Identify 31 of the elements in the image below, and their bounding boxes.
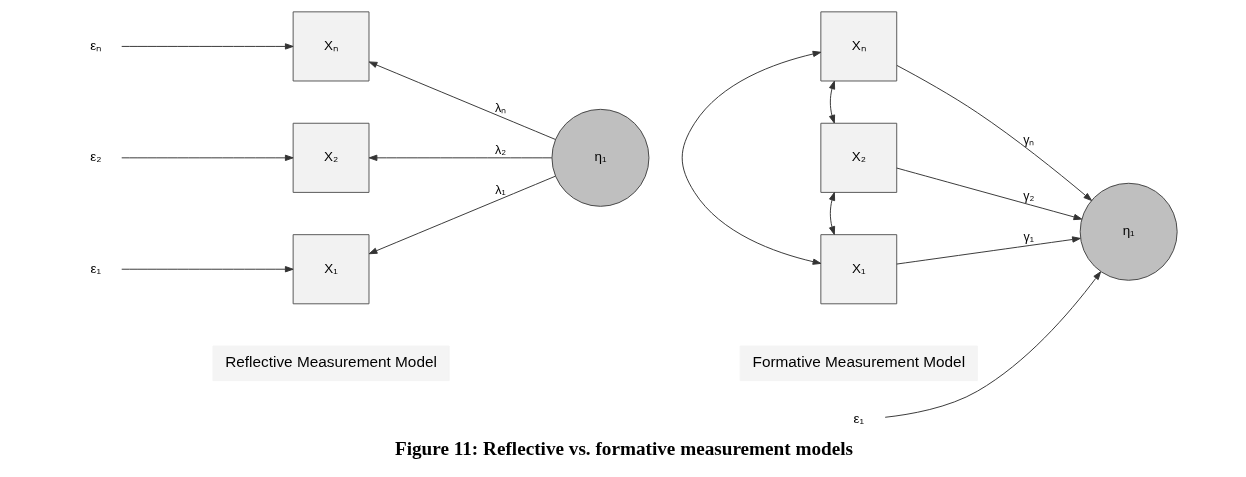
arrow	[120, 154, 294, 161]
node-text: εₙ	[89, 37, 101, 53]
node-box: X₂	[819, 122, 897, 193]
node-box: X₁	[819, 234, 897, 305]
node-circle: η₁	[550, 108, 649, 207]
arrow	[895, 64, 1092, 201]
arrow	[828, 192, 835, 235]
arrow	[120, 43, 294, 50]
arrow	[120, 266, 294, 273]
arrow	[681, 50, 821, 265]
node-box: X₂	[292, 122, 369, 193]
edge-label: γ₂	[1022, 189, 1034, 204]
node-text: ε₁	[853, 410, 864, 426]
arrow	[368, 175, 556, 255]
edge-label: λ₁	[494, 182, 506, 197]
arrow	[828, 80, 835, 124]
arrow	[884, 271, 1101, 418]
arrow	[368, 154, 552, 161]
node-box: Xₙ	[292, 11, 369, 82]
arrow	[895, 236, 1081, 265]
edge-label: λₙ	[494, 101, 506, 116]
caption: Figure 11: Reflective vs. formative measurement models	[394, 437, 853, 459]
edge-label: λ₂	[494, 143, 506, 158]
edge-label: γ₁	[1023, 229, 1034, 244]
node-text: ε₂	[89, 149, 101, 165]
arrow	[368, 61, 556, 140]
arrow	[895, 167, 1082, 221]
node-text: ε₁	[90, 260, 101, 276]
node-box: Xₙ	[819, 11, 897, 82]
edge-label: γₙ	[1022, 132, 1034, 147]
node-box: X₁	[292, 234, 369, 305]
